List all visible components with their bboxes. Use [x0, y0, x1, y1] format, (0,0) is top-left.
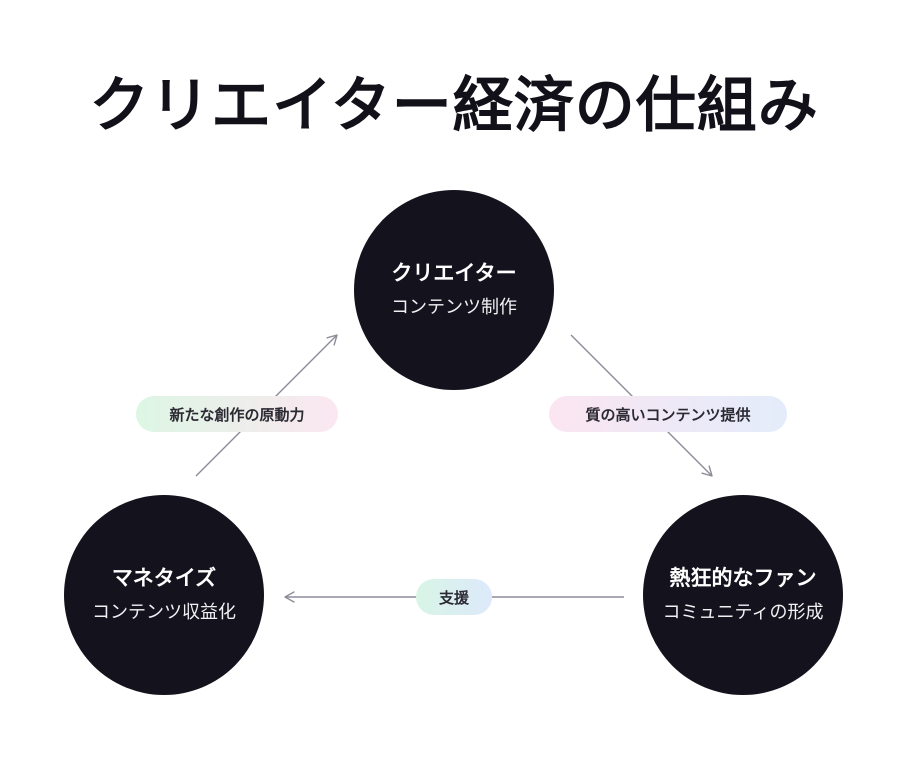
diagram-title: クリエイター経済の仕組み — [89, 71, 819, 141]
edge-label-fans-to-monetize: 支援 — [416, 579, 492, 615]
node-creator-title: クリエイター — [391, 261, 517, 285]
node-fans-title: 熱狂的なファン — [669, 566, 817, 590]
node-fans: 熱狂的なファン コミュニティの形成 — [643, 495, 843, 695]
edge-label-creator-to-fans: 質の高いコンテンツ提供 — [549, 396, 787, 432]
node-monetize-subtitle: コンテンツ収益化 — [92, 602, 236, 623]
node-monetize: マネタイズ コンテンツ収益化 — [64, 495, 264, 695]
edge-label-monetize-to-creator: 新たな創作の原動力 — [136, 396, 338, 432]
node-monetize-title: マネタイズ — [111, 566, 217, 590]
node-creator: クリエイター コンテンツ制作 — [354, 190, 554, 390]
node-creator-subtitle: コンテンツ制作 — [391, 297, 517, 318]
node-fans-subtitle: コミュニティの形成 — [662, 602, 824, 623]
